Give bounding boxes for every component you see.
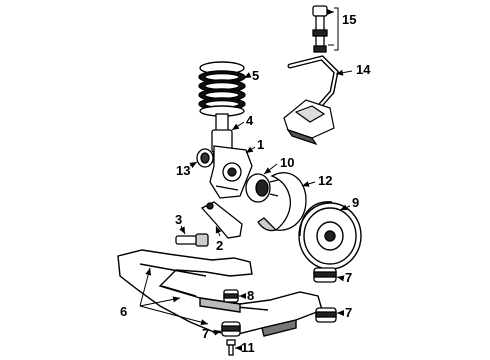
callout-3: 3 — [175, 212, 182, 227]
leader-lines — [139, 7, 353, 351]
mount-lower-right — [315, 307, 337, 323]
callout-14: 14 — [356, 62, 371, 77]
crossmember-frame — [117, 249, 323, 337]
callout-1: 1 — [257, 137, 264, 152]
callout-8: 8 — [247, 288, 254, 303]
mount-lower-center — [221, 321, 241, 337]
bolt — [226, 339, 236, 356]
callout-11: 10 — [280, 155, 294, 170]
callout-10: 9 — [352, 195, 359, 210]
callout-15: 15 — [342, 12, 356, 27]
wheel-bearing — [196, 148, 214, 168]
callout-9: 11 — [241, 340, 255, 355]
callout-4: 4 — [246, 113, 254, 128]
callout-2: 2 — [216, 238, 223, 253]
stabilizer-link — [312, 5, 328, 53]
insulator — [223, 289, 239, 303]
callout-12: 12 — [318, 173, 332, 188]
callout-7-lower-right: 7 — [345, 305, 352, 320]
coil-spring — [198, 61, 246, 117]
ball-joint — [175, 233, 209, 247]
mount-upper-right — [313, 267, 337, 283]
callout-7-lower-center: 7 — [202, 326, 209, 341]
wheel-hub — [245, 173, 279, 203]
callout-6: 6 — [120, 304, 127, 319]
callout-5: 5 — [252, 68, 259, 83]
callout-7-upper-right: 7 — [345, 270, 352, 285]
callout-labels: 15 14 5 4 1 13 10 12 9 3 2 7 8 7 6 7 11 — [120, 12, 371, 355]
brake-rotor — [298, 201, 362, 270]
stabilizer-bracket — [283, 99, 335, 146]
callout-13: 13 — [176, 163, 190, 178]
lower-control-arm — [200, 201, 243, 239]
